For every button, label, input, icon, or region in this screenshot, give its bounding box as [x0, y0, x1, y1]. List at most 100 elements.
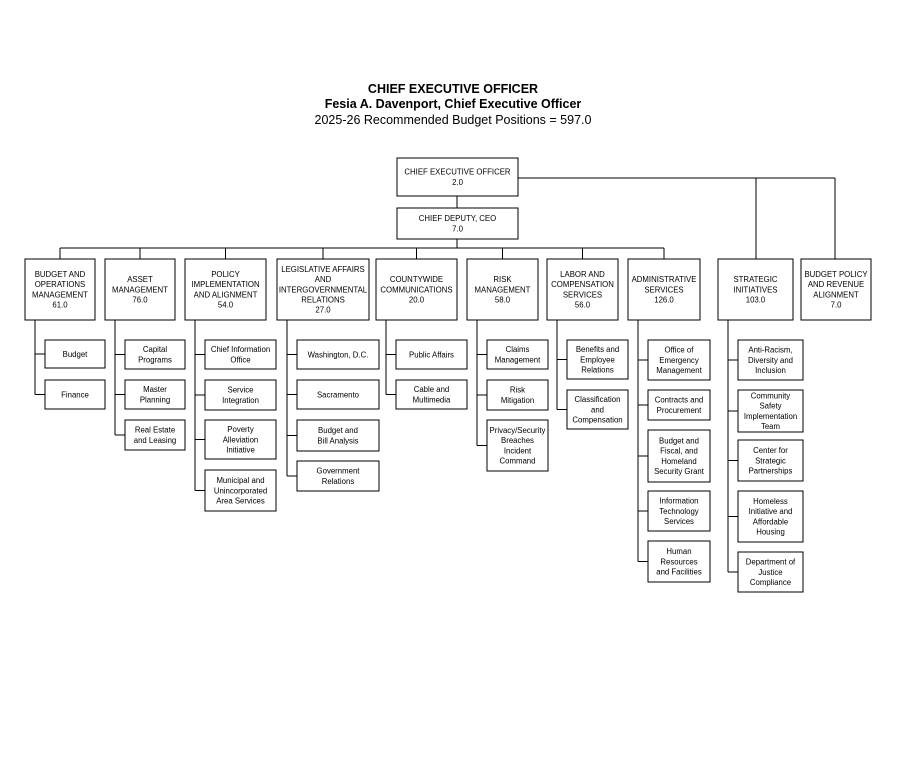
box-border	[566, 339, 629, 380]
box-border	[737, 439, 804, 482]
box-label: ADMINISTRATIVE	[632, 275, 697, 284]
box-label: MANAGEMENT	[475, 285, 531, 294]
box-border	[296, 379, 380, 410]
box-label: 103.0	[746, 296, 766, 305]
box-border	[44, 379, 106, 410]
box-label: Strategic	[755, 456, 786, 465]
box-label: RISK	[493, 275, 512, 284]
box-label: 7.0	[831, 301, 843, 310]
box-label: Budget and	[318, 426, 358, 435]
box-label: Compliance	[750, 578, 791, 587]
box-label: STRATEGIC	[733, 275, 777, 284]
box-label: Procurement	[657, 406, 702, 415]
box-label: 56.0	[575, 301, 591, 310]
department-box: LEGISLATIVE AFFAIRSANDINTERGOVERNMENTALR…	[276, 258, 370, 321]
unit-box: Finance	[44, 379, 106, 410]
unit-box: Sacramento	[296, 379, 380, 410]
box-border	[486, 379, 549, 411]
box-label: Community	[751, 392, 791, 401]
box-label: Incident	[504, 446, 532, 455]
box-label: LEGISLATIVE AFFAIRS	[281, 265, 365, 274]
box-label: Municipal and	[216, 476, 264, 485]
box-label: Risk	[510, 386, 525, 395]
box-label: IMPLEMENTATION	[191, 280, 259, 289]
box-label: Compensation	[572, 416, 622, 425]
box-label: Cable and	[414, 385, 450, 394]
box-border	[647, 429, 711, 483]
box-label: LABOR AND	[560, 270, 605, 279]
box-label: AND	[315, 275, 332, 284]
box-label: Center for	[753, 446, 788, 455]
box-label: Area Services	[216, 497, 265, 506]
box-border	[204, 379, 277, 411]
box-border	[466, 258, 539, 321]
box-border	[124, 419, 186, 451]
box-label: Public Affairs	[409, 350, 454, 359]
box-label: Integration	[222, 396, 259, 405]
box-label: INTERGOVERNMENTAL	[279, 285, 368, 294]
box-label: AND ALIGNMENT	[194, 290, 258, 299]
box-label: Safety	[759, 402, 781, 411]
box-label: Relations	[581, 366, 614, 375]
box-border	[486, 339, 549, 370]
box-label: Fiscal, and	[660, 447, 698, 456]
box-border	[104, 258, 176, 321]
box-border	[566, 389, 629, 430]
box-border	[276, 258, 370, 321]
header-subtitle: Fesia A. Davenport, Chief Executive Offi…	[324, 97, 582, 111]
box-border	[396, 157, 519, 197]
box-border	[204, 469, 277, 512]
box-label: 7.0	[452, 224, 464, 233]
box-label: Breaches	[501, 436, 534, 445]
box-label: and Leasing	[134, 436, 177, 445]
box-label: Finance	[61, 390, 89, 399]
box-label: Initiative and	[749, 507, 793, 516]
box-label: Justice	[758, 568, 782, 577]
box-label: CHIEF EXECUTIVE OFFICER	[404, 168, 511, 177]
box-label: SERVICES	[644, 285, 683, 294]
box-label: Relations	[322, 477, 355, 486]
box-label: Real Estate	[135, 426, 175, 435]
box-label: Inclusion	[755, 366, 786, 375]
box-label: COUNTYWIDE	[390, 275, 443, 284]
box-label: Contracts and	[655, 396, 704, 405]
box-label: Planning	[140, 395, 170, 404]
box-border	[395, 339, 468, 370]
box-label: 61.0	[52, 301, 68, 310]
box-label: COMMUNICATIONS	[380, 285, 452, 294]
box-border	[717, 258, 794, 321]
box-label: Washington, D.C.	[308, 350, 369, 359]
box-label: 27.0	[315, 306, 331, 315]
box-label: Government	[317, 467, 361, 476]
box-label: Homeless	[753, 497, 788, 506]
box-label: and	[591, 405, 604, 414]
box-label: Information	[659, 497, 698, 506]
box-label: MANAGEMENT	[32, 290, 88, 299]
box-label: Privacy/Security	[490, 426, 546, 435]
box-label: INITIATIVES	[733, 285, 777, 294]
box-border	[647, 339, 711, 381]
header-title: CHIEF EXECUTIVE OFFICER	[367, 82, 539, 96]
box-label: Technology	[659, 507, 699, 516]
box-label: Service	[228, 386, 254, 395]
box-label: Emergency	[659, 356, 699, 365]
